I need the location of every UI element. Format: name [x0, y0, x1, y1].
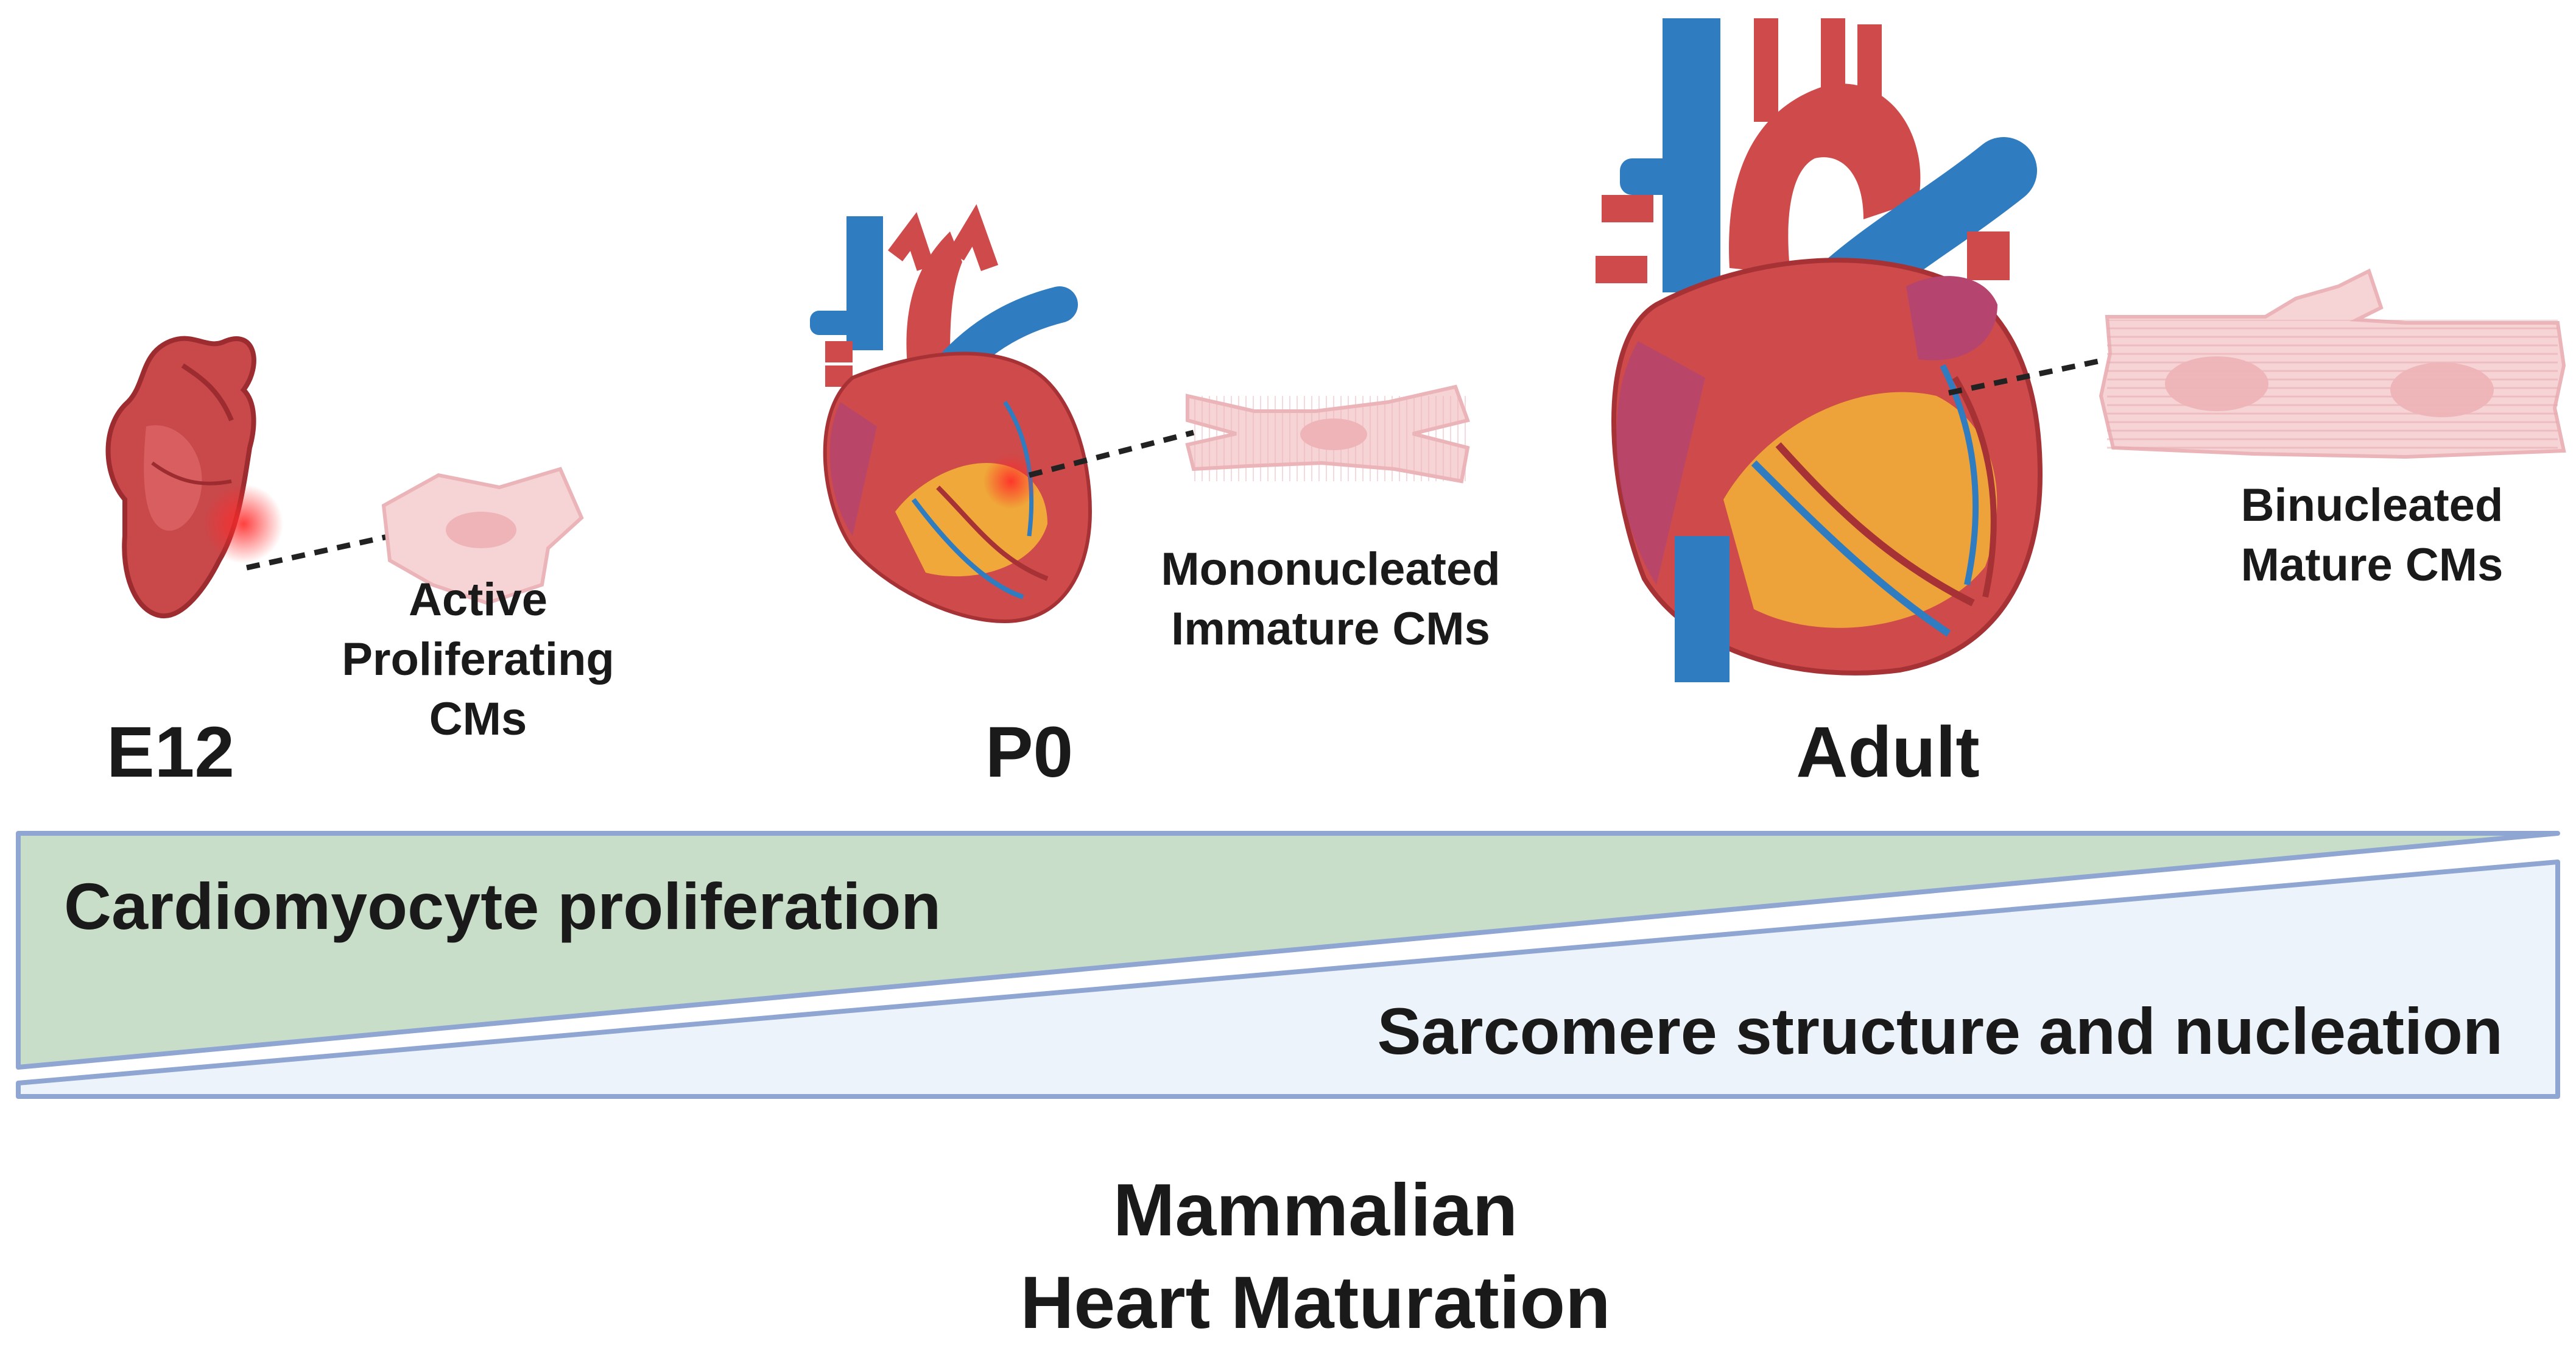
p0-connector-line [1028, 429, 1195, 478]
e12-cardiomyocyte-cell [381, 467, 584, 605]
adult-cell-label-line-2: Mature CMs [2241, 539, 2504, 591]
stage-label-adult: Adult [1796, 712, 1979, 793]
adult-heart-illustration [1596, 18, 2043, 682]
e12-heart-illustration [105, 336, 283, 619]
p0-heart-illustration [810, 204, 1093, 624]
stage-label-e12: E12 [107, 712, 234, 793]
e12-cell-label-line-3: CMs [429, 693, 527, 745]
sarcomere-label: Sarcomere structure and nucleation [1377, 994, 2503, 1068]
adult-cardiomyocyte-cell [2099, 268, 2566, 459]
sarcomere-wedge [16, 860, 2560, 1099]
p0-cell-label-line-1: Mononucleated [1161, 543, 1500, 595]
stage-label-p0: P0 [985, 712, 1073, 793]
diagram-title-line-2: Heart Maturation [1020, 1261, 1610, 1344]
diagram-title-line-1: Mammalian [1113, 1168, 1518, 1251]
e12-connector-line [246, 532, 396, 571]
adult-connector-line [1948, 356, 2108, 396]
proliferation-wedge [16, 831, 2560, 1070]
adult-cell-label-line-1: Binucleated [2241, 479, 2504, 531]
e12-cell-label-line-1: Active [409, 574, 547, 626]
p0-cell-label-line-2: Immature CMs [1171, 603, 1490, 655]
p0-cardiomyocyte-cell [1185, 384, 1470, 484]
proliferation-label: Cardiomyocyte proliferation [64, 869, 941, 943]
e12-cell-label-line-2: Proliferating [342, 634, 614, 685]
